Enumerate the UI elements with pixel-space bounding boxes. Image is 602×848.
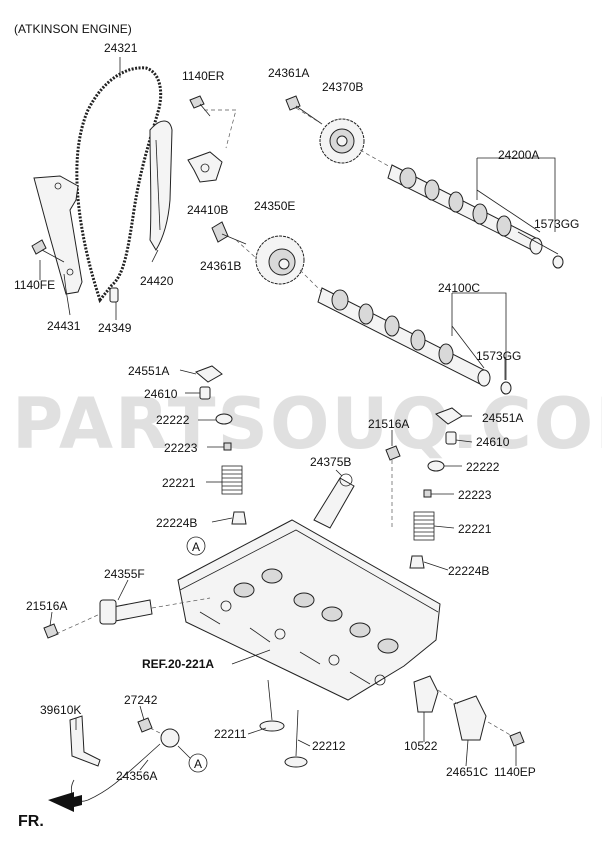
sprocket-24370b: [319, 118, 365, 164]
sprocket-24350e: [255, 235, 305, 285]
watermark: PARTSOUQ.COM: [12, 383, 602, 465]
bolt-27242: [137, 717, 153, 733]
bracket-39610k: [69, 715, 101, 767]
keeper-22223-right: [423, 489, 432, 498]
label-24610-left: 24610: [144, 387, 178, 401]
valve-exhaust-22212: [284, 709, 308, 768]
marker-a-sensor: A: [177, 745, 208, 773]
label-22211: 22211: [214, 727, 247, 741]
camshaft-exhaust-24200a: [387, 164, 543, 255]
label-21516a-top: 21516A: [368, 417, 409, 431]
label-22222-left: 22222: [156, 413, 190, 427]
label-22221-left: 22221: [162, 476, 196, 490]
label-24410b: 24410B: [187, 203, 228, 217]
label-24651c: 24651C: [446, 765, 488, 779]
label-24100c: 24100C: [438, 281, 480, 295]
gasket-10522: [413, 675, 439, 713]
retainer-22222-left: [215, 413, 233, 425]
lash-adjuster-24610-right: [445, 431, 457, 445]
camshaft-intake-24100c: [317, 287, 491, 387]
bolt-24361b: [211, 221, 247, 245]
bolt-1140ep: [509, 731, 525, 747]
seal-22224b-left: [231, 511, 247, 525]
sensor-24356a: [71, 728, 180, 802]
label-24200a: 24200A: [498, 148, 539, 162]
tensioner-24410b: [187, 151, 223, 183]
label-24551a-right: 24551A: [482, 411, 523, 425]
plug-1573gg-a: [552, 255, 564, 269]
timing-chain: [75, 66, 163, 304]
label-22222-right: 22222: [466, 460, 500, 474]
svg-text:A: A: [194, 757, 202, 771]
label-21516a-left: 21516A: [26, 599, 67, 613]
label-22223-left: 22223: [164, 441, 198, 455]
label-24420: 24420: [140, 274, 174, 288]
reference-label: REF.20-221A: [142, 657, 214, 671]
rocker-24551a-left: [195, 365, 223, 383]
label-39610k: 39610K: [40, 703, 81, 717]
label-1573gg-b: 1573GG: [476, 349, 521, 363]
pin-24349: [109, 287, 119, 303]
front-arrow-icon: [48, 792, 82, 812]
label-24431: 24431: [47, 319, 81, 333]
cover-24651c: [453, 695, 487, 741]
bolt-1140er: [189, 95, 211, 117]
label-22224b-right: 22224B: [448, 564, 489, 578]
cylinder-head: [177, 519, 441, 701]
label-10522: 10522: [404, 739, 438, 753]
keeper-22223-left: [223, 442, 232, 451]
label-22221-right: 22221: [458, 522, 492, 536]
label-24321: 24321: [104, 41, 138, 55]
label-1140er: 1140ER: [182, 69, 225, 83]
label-24375b: 24375B: [310, 455, 351, 469]
label-24361a: 24361A: [268, 66, 309, 80]
label-24350e: 24350E: [254, 199, 295, 213]
label-24370b: 24370B: [322, 80, 363, 94]
bolt-1140fe: [31, 239, 65, 263]
section-title: (ATKINSON ENGINE): [14, 22, 132, 36]
spring-22221-right: [413, 511, 435, 541]
chain-guide-left: [33, 175, 83, 295]
marker-a-head: A: [186, 536, 206, 556]
label-24551a-left: 24551A: [128, 364, 169, 378]
label-22212: 22212: [312, 739, 346, 753]
label-22223-right: 22223: [458, 488, 492, 502]
label-1140ep: 1140EP: [494, 765, 536, 779]
retainer-22222-right: [427, 460, 445, 472]
ocv-24375b: [313, 473, 355, 529]
label-24355f: 24355F: [104, 567, 145, 581]
label-24356a: 24356A: [116, 769, 157, 783]
svg-text:A: A: [192, 540, 200, 554]
label-22224b-left: 22224B: [156, 516, 197, 530]
lash-adjuster-24610-left: [199, 386, 211, 400]
front-direction-indicator: FR.: [18, 792, 82, 830]
seal-22224b-right: [409, 555, 425, 569]
label-24361b: 24361B: [200, 259, 241, 273]
plug-1573gg-b: [500, 381, 512, 395]
label-24610-right: 24610: [476, 435, 510, 449]
label-1140fe: 1140FE: [14, 278, 55, 292]
bolt-21516a-left: [43, 623, 59, 639]
bolt-21516a-top: [385, 445, 401, 461]
spring-22221-left: [221, 465, 243, 495]
label-27242: 27242: [124, 693, 158, 707]
bolt-24361a: [285, 95, 323, 125]
ocv-24355f: [99, 599, 153, 625]
label-1573gg-a: 1573GG: [534, 217, 579, 231]
label-24349: 24349: [98, 321, 132, 335]
valve-intake-22211: [259, 679, 285, 732]
chain-guide-right: [149, 120, 173, 251]
front-label: FR.: [18, 813, 44, 830]
